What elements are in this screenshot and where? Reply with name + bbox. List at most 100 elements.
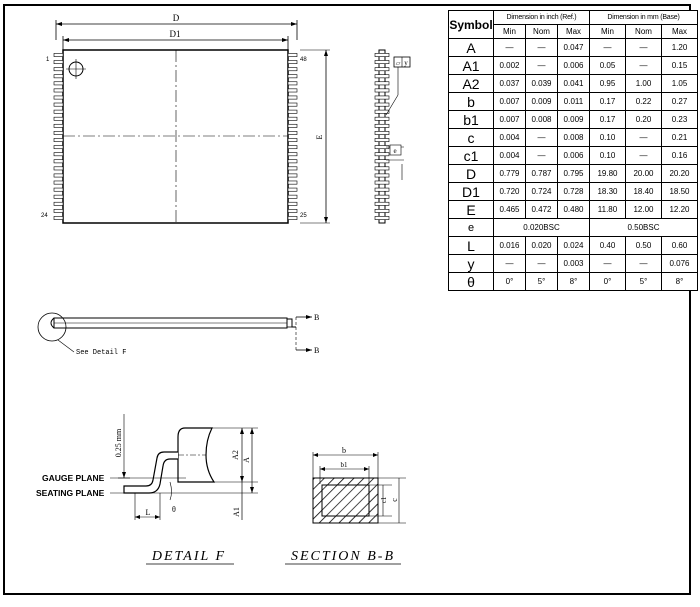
- symbol-cell: A2: [448, 74, 494, 93]
- lead: [287, 95, 298, 100]
- lead: [374, 67, 390, 72]
- lead: [374, 123, 390, 128]
- value-cell: 0.020BSC: [493, 218, 590, 237]
- lead: [53, 138, 64, 142]
- lead: [374, 173, 390, 178]
- value-cell: 1.05: [661, 74, 698, 93]
- lead: [53, 88, 64, 93]
- value-cell: —: [493, 38, 526, 57]
- pin-25-label: 25: [300, 213, 307, 219]
- lead: [374, 109, 390, 114]
- value-cell: 0.472: [525, 200, 558, 219]
- mm-group-header: Dimension in mm (Base): [589, 10, 698, 25]
- label-e-pitch: e: [393, 147, 396, 155]
- lead: [287, 131, 298, 135]
- lead: [287, 159, 298, 164]
- lead: [374, 131, 390, 135]
- lead: [287, 81, 298, 86]
- table-row: y——0.003——0.076: [448, 254, 698, 273]
- value-cell: 0.009: [525, 92, 558, 111]
- value-cell: 0.020: [525, 236, 558, 255]
- dim-025-mm: 0.25 mm: [114, 428, 123, 457]
- seating-plane-label: SEATING PLANE: [36, 488, 105, 498]
- left-leads: [53, 53, 64, 220]
- value-cell: 8°: [661, 272, 698, 291]
- symbol-cell: D: [448, 164, 494, 183]
- value-cell: 5°: [525, 272, 558, 291]
- value-cell: —: [625, 254, 662, 273]
- lead: [287, 216, 298, 220]
- lead: [287, 53, 298, 57]
- value-cell: 0.004: [493, 128, 526, 147]
- value-cell: 0.50: [625, 236, 662, 255]
- lead: [53, 81, 64, 86]
- value-cell: 0.037: [493, 74, 526, 93]
- value-cell: 0.039: [525, 74, 558, 93]
- lead: [53, 159, 64, 164]
- lead: [53, 216, 64, 220]
- subheader: Max: [557, 24, 590, 39]
- lead: [287, 123, 298, 128]
- lead: [53, 74, 64, 79]
- side-view: ▱ y e: [374, 49, 411, 224]
- lead: [374, 159, 390, 164]
- lead: [53, 194, 64, 199]
- value-cell: 0.006: [557, 146, 590, 165]
- subheader: Nom: [625, 24, 662, 39]
- value-cell: 0.006: [557, 56, 590, 75]
- value-cell: 12.20: [661, 200, 698, 219]
- inch-group-header: Dimension in inch (Ref.): [493, 10, 590, 25]
- value-cell: 18.30: [589, 182, 626, 201]
- lead: [374, 88, 390, 93]
- value-cell: 0°: [493, 272, 526, 291]
- value-cell: 0.004: [493, 146, 526, 165]
- value-cell: 8°: [557, 272, 590, 291]
- value-cell: 0.728: [557, 182, 590, 201]
- value-cell: 20.00: [625, 164, 662, 183]
- symbol-header: Symbol: [448, 10, 494, 39]
- value-cell: 0.008: [557, 128, 590, 147]
- dimension-table: Symbol Dimension in inch (Ref.) Dimensio…: [448, 10, 698, 291]
- value-cell: —: [525, 128, 558, 147]
- value-cell: 18.40: [625, 182, 662, 201]
- lead: [287, 187, 298, 192]
- lead: [374, 152, 390, 157]
- value-cell: —: [493, 254, 526, 273]
- lead: [374, 201, 390, 206]
- lead: [287, 201, 298, 206]
- lead: [287, 180, 298, 185]
- subheader: Nom: [525, 24, 558, 39]
- lead: [53, 67, 64, 72]
- label-b1: b1: [341, 461, 349, 469]
- symbol-cell: θ: [448, 272, 494, 291]
- value-cell: 0.002: [493, 56, 526, 75]
- value-cell: 0°: [589, 272, 626, 291]
- value-cell: 0.465: [493, 200, 526, 219]
- value-cell: —: [625, 128, 662, 147]
- lead: [53, 209, 64, 213]
- value-cell: 0.10: [589, 128, 626, 147]
- pin-24-label: 24: [41, 213, 48, 219]
- symbol-cell: L: [448, 236, 494, 255]
- value-cell: 0.041: [557, 74, 590, 93]
- value-cell: 12.00: [625, 200, 662, 219]
- value-cell: —: [589, 254, 626, 273]
- symbol-cell: A: [448, 38, 494, 57]
- symbol-cell: A1: [448, 56, 494, 75]
- lead: [287, 116, 298, 121]
- value-cell: 5°: [625, 272, 662, 291]
- symbol-cell: e: [448, 218, 494, 237]
- value-cell: 0.076: [661, 254, 698, 273]
- lead: [53, 166, 64, 171]
- pin-48-label: 48: [300, 57, 307, 63]
- symbol-cell: c: [448, 128, 494, 147]
- lead: [374, 116, 390, 121]
- value-cell: 11.80: [589, 200, 626, 219]
- value-cell: 0.50BSC: [589, 218, 698, 237]
